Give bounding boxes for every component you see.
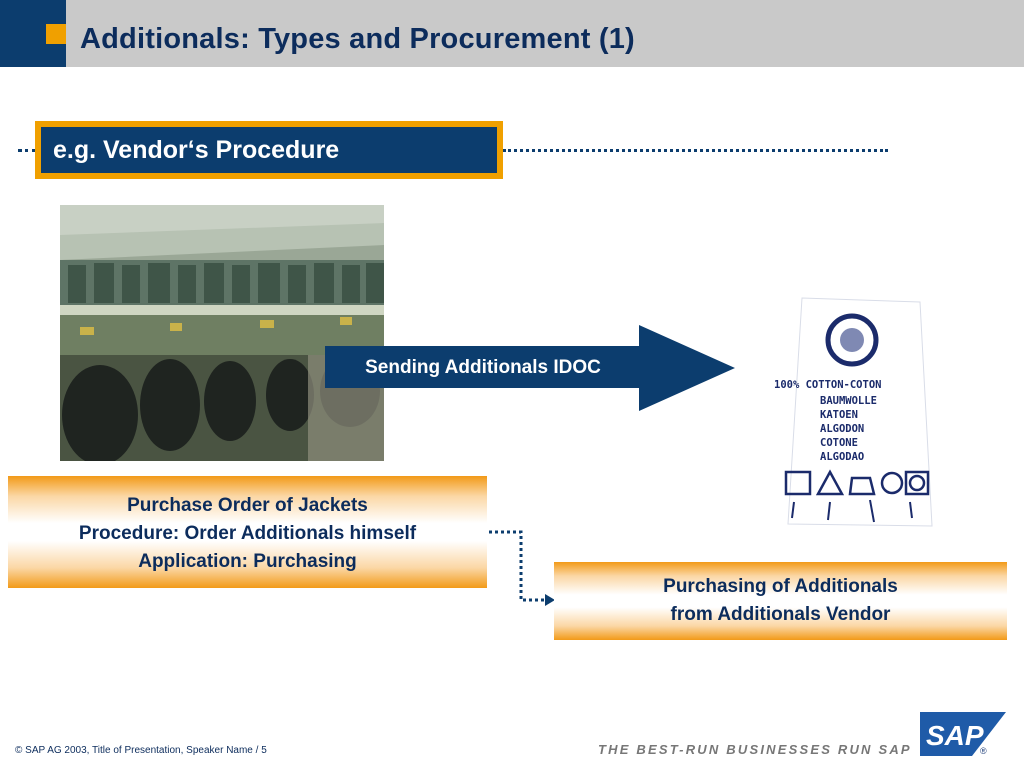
page-title: Additionals: Types and Procurement (1)	[80, 23, 635, 55]
care-label-image: 100% COTTON-COTON BAUMWOLLE KATOEN ALGOD…	[774, 297, 933, 527]
care-label-line-1: 100% COTTON-COTON	[774, 379, 881, 391]
care-label-line-4: ALGODON	[820, 423, 864, 435]
example-box: e.g. Vendor‘s Procedure	[35, 121, 503, 179]
purchase-order-box: Purchase Order of Jackets Procedure: Ord…	[8, 476, 487, 588]
vendor-purchasing-box: Purchasing of Additionals from Additiona…	[554, 562, 1007, 640]
dotted-connector-arrow	[489, 530, 555, 606]
purchase-order-line-2: Procedure: Order Additionals himself	[78, 523, 417, 544]
sap-registered-mark: ®	[980, 746, 987, 756]
header-orange-square	[46, 24, 66, 44]
header-bar	[0, 0, 1024, 67]
care-symbols-icon	[784, 469, 930, 496]
care-label-line-2: BAUMWOLLE	[820, 395, 877, 407]
sap-logo: SAP ®	[920, 712, 1006, 756]
vendor-box-line-1: Purchasing of Additionals	[663, 576, 898, 597]
store-photo-illustration	[60, 205, 384, 461]
care-label-line-3: KATOEN	[820, 409, 858, 421]
purchase-order-line-1: Purchase Order of Jackets	[127, 495, 368, 516]
store-photo	[60, 205, 384, 461]
sap-logo-text: SAP	[926, 720, 984, 751]
dotted-line-left	[18, 149, 36, 152]
vendor-box-line-2: from Additionals Vendor	[670, 604, 891, 625]
care-label-line-6: ALGODAO	[820, 451, 864, 463]
purchase-order-line-3: Application: Purchasing	[138, 551, 357, 572]
idoc-arrow	[325, 325, 735, 411]
care-label-line-5: COTONE	[820, 437, 858, 449]
arrow-label: Sending Additionals IDOC	[365, 357, 601, 378]
example-label: e.g. Vendor‘s Procedure	[41, 127, 497, 173]
footer-tagline: THE BEST-RUN BUSINESSES RUN SAP	[598, 742, 912, 757]
dotted-line-right	[503, 149, 888, 152]
footer-copyright: © SAP AG 2003, Title of Presentation, Sp…	[15, 745, 267, 756]
